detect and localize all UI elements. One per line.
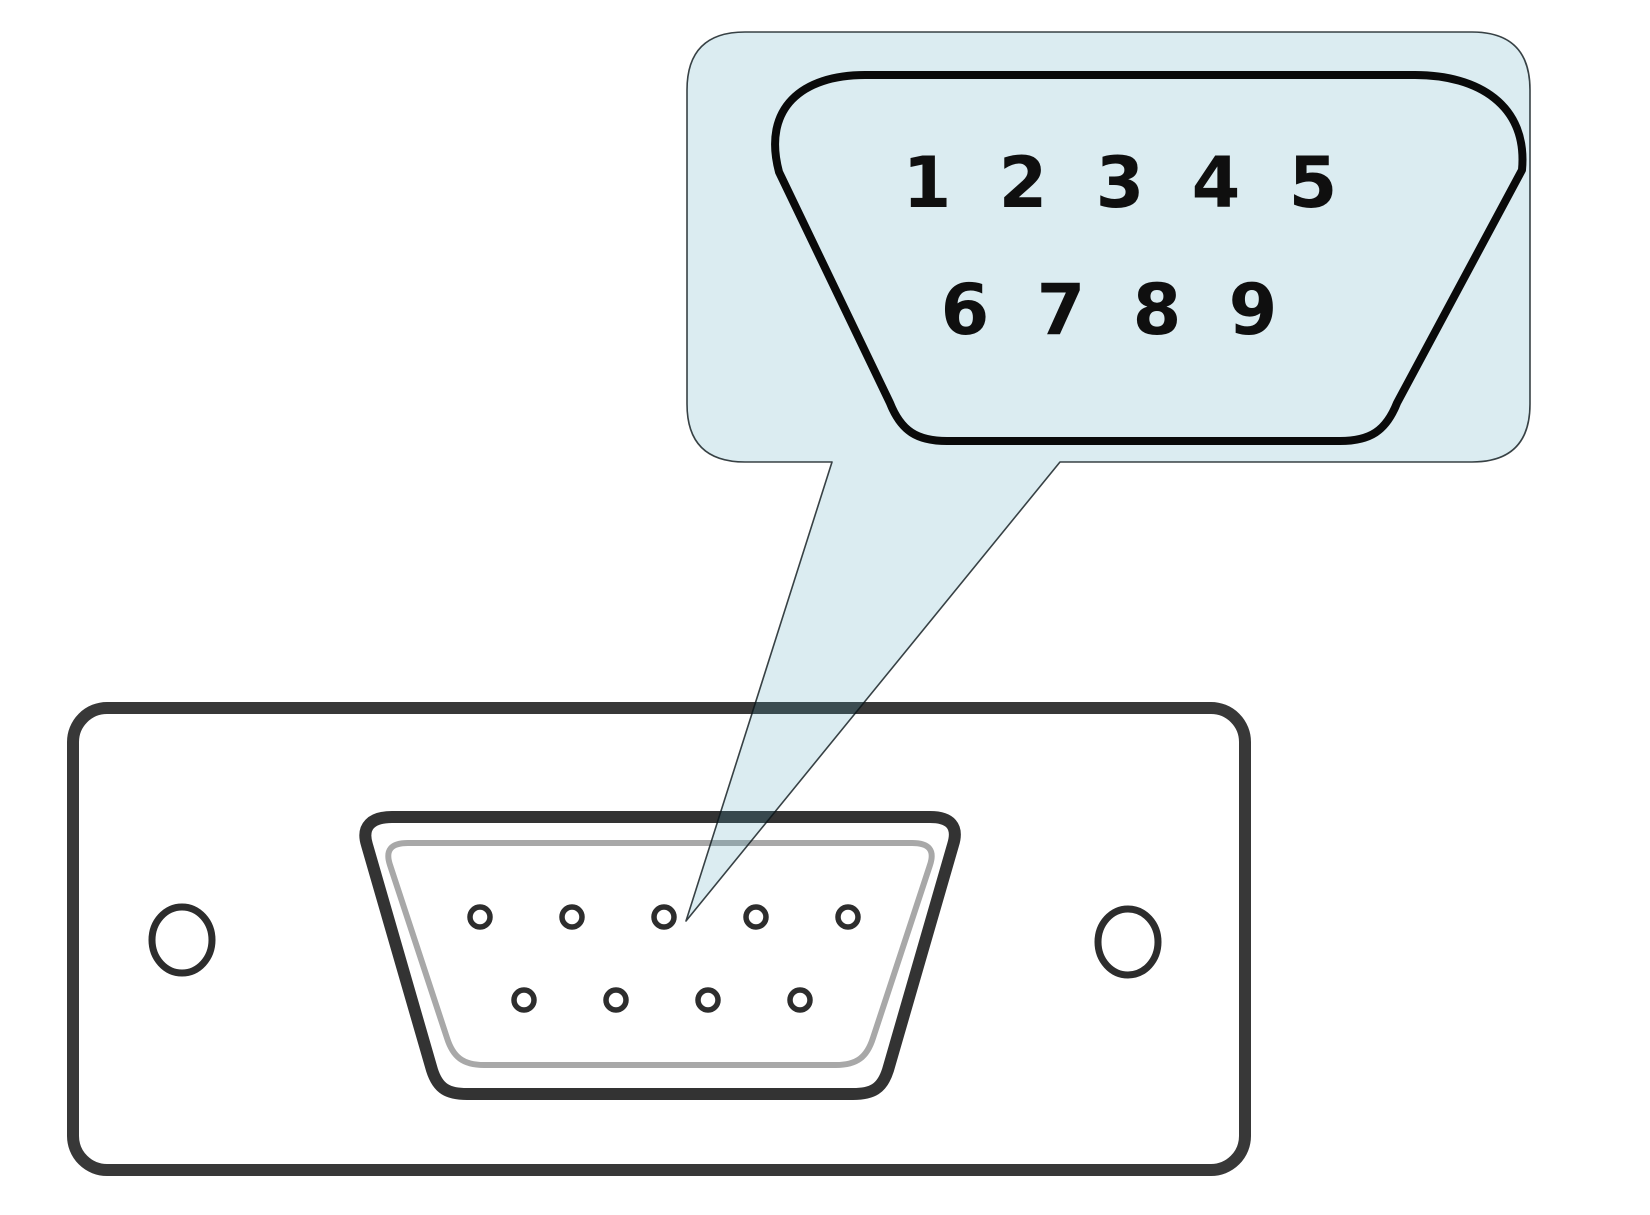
pin-label-8: 8 [1133,269,1182,351]
dsub-face-outline [771,71,1527,445]
pin-9-hole [787,987,813,1013]
pin-label-1: 1 [903,142,952,224]
pin-8-hole [695,987,721,1013]
pin-2-hole [559,904,585,930]
pin-4-hole [743,904,769,930]
pin-1-hole [467,904,493,930]
connector-bezel-outline [385,840,935,1068]
pinout-callout: 1 2 3 4 5 6 7 8 9 [685,31,1531,922]
pin-label-6: 6 [941,269,990,351]
pin-5-hole [835,904,861,930]
pin-7-hole [603,987,629,1013]
pin-label-9: 9 [1229,269,1278,351]
pin-label-2: 2 [999,142,1048,224]
connector-shell-outline [359,811,961,1100]
mounting-hole-right [1094,905,1162,979]
pin-label-3: 3 [1096,142,1145,224]
face-plate [67,702,1251,1176]
pin-3-hole [651,904,677,930]
pin-label-5: 5 [1289,142,1338,224]
pin-6-hole [511,987,537,1013]
callout-bubble [685,31,1531,922]
pin-label-7: 7 [1037,269,1086,351]
mounting-hole-left [148,903,216,977]
pin-label-4: 4 [1192,142,1241,224]
